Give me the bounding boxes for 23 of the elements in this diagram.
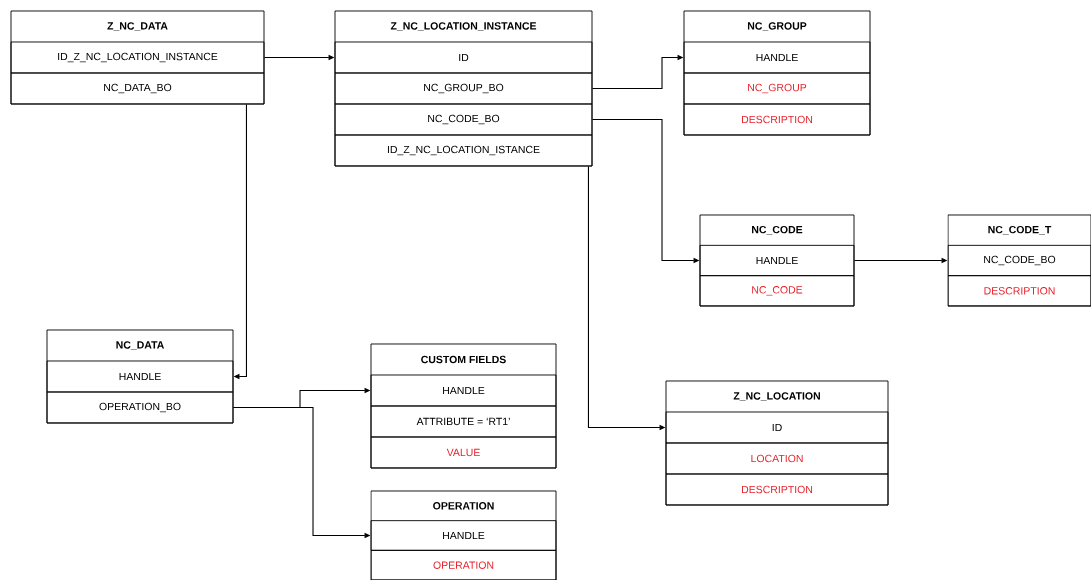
table-row: ATTRIBUTE = ‘RT1’ bbox=[370, 405, 557, 438]
table-row: NC_DATA_BO bbox=[10, 72, 265, 105]
table-row: ID_Z_NC_LOCATION_INSTANCE bbox=[10, 41, 265, 74]
table-row: VALUE bbox=[370, 436, 557, 469]
table-row: HANDLE bbox=[46, 360, 234, 393]
table-row: OPERATION bbox=[370, 549, 557, 580]
table-row: ID_Z_NC_LOCATION_ISTANCE bbox=[334, 134, 593, 167]
table-row: ID bbox=[334, 41, 593, 74]
table-row: HANDLE bbox=[683, 41, 871, 74]
table-row: DESCRIPTION bbox=[665, 473, 889, 506]
table-row: HANDLE bbox=[370, 520, 557, 551]
table-row: NC_CODE_BO bbox=[947, 244, 1091, 277]
table-row: NC_CODE_BO bbox=[334, 103, 593, 136]
table-row: HANDLE bbox=[699, 244, 855, 277]
table-row: NC_GROUP_BO bbox=[334, 72, 593, 105]
table-row: HANDLE bbox=[370, 374, 557, 407]
table-row: DESCRIPTION bbox=[683, 103, 871, 136]
table-row: NC_CODE bbox=[699, 275, 855, 307]
table-row: ID bbox=[665, 411, 889, 444]
table-row: NC_GROUP bbox=[683, 72, 871, 105]
table-row: DESCRIPTION bbox=[947, 275, 1091, 307]
table-row: OPERATION_BO bbox=[46, 391, 234, 424]
table-row: LOCATION bbox=[665, 442, 889, 475]
